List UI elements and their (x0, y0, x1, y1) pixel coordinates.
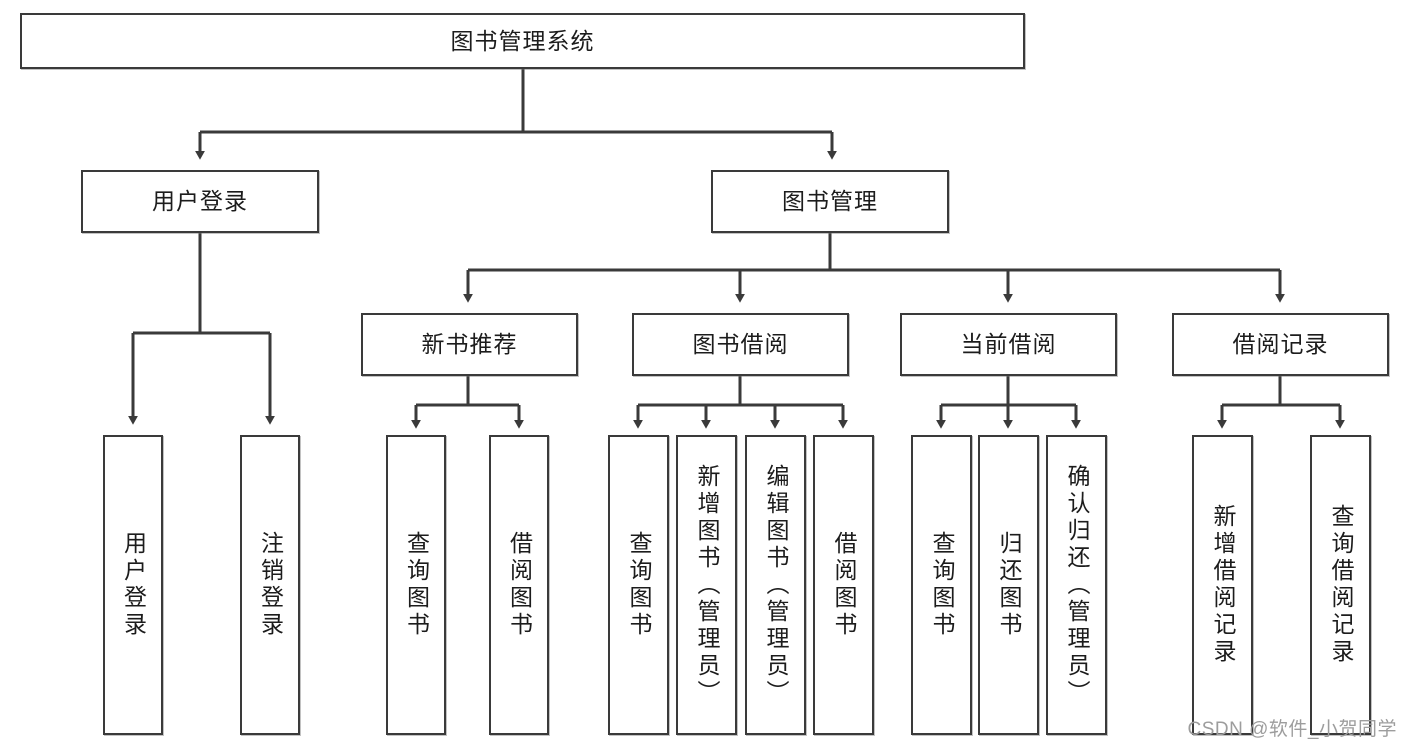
node-leaf-borrow-book-2[interactable]: 借阅图书 (813, 435, 874, 735)
node-leaf-confirm-return[interactable]: 确认归还（管理员） (1046, 435, 1107, 735)
node-root-label: 图书管理系统 (450, 27, 595, 54)
node-borrow-record-label: 借阅记录 (1232, 331, 1329, 358)
node-new-book-recommend[interactable]: 新书推荐 (361, 313, 578, 376)
node-root[interactable]: 图书管理系统 (20, 13, 1025, 69)
node-leaf-edit-book-label: 编辑图书（管理员） (763, 463, 789, 707)
node-new-book-recommend-label: 新书推荐 (421, 331, 518, 358)
node-leaf-borrow-book-1-label: 借阅图书 (506, 531, 533, 639)
node-leaf-query-record[interactable]: 查询借阅记录 (1310, 435, 1371, 735)
node-leaf-add-book-label: 新增图书（管理员） (694, 463, 720, 707)
node-current-borrow[interactable]: 当前借阅 (900, 313, 1117, 376)
node-user-login-label: 用户登录 (152, 188, 248, 215)
node-leaf-query-book-1-label: 查询图书 (403, 531, 430, 639)
node-leaf-confirm-return-label: 确认归还（管理员） (1064, 463, 1090, 707)
node-leaf-add-record-label: 新增借阅记录 (1210, 504, 1236, 666)
node-leaf-query-book-2[interactable]: 查询图书 (608, 435, 669, 735)
node-leaf-borrow-book-2-label: 借阅图书 (831, 531, 857, 639)
node-leaf-query-book-3[interactable]: 查询图书 (911, 435, 972, 735)
node-leaf-query-record-label: 查询借阅记录 (1328, 504, 1354, 666)
node-current-borrow-label: 当前借阅 (960, 331, 1057, 358)
node-leaf-edit-book[interactable]: 编辑图书（管理员） (745, 435, 806, 735)
node-leaf-return-book[interactable]: 归还图书 (978, 435, 1039, 735)
node-leaf-return-book-label: 归还图书 (996, 531, 1022, 639)
node-borrow-record[interactable]: 借阅记录 (1172, 313, 1389, 376)
node-leaf-query-book-1[interactable]: 查询图书 (386, 435, 446, 735)
node-user-login[interactable]: 用户登录 (81, 170, 319, 233)
node-leaf-logout-login-label: 注销登录 (257, 531, 284, 639)
node-leaf-user-login[interactable]: 用户登录 (103, 435, 163, 735)
node-leaf-logout-login[interactable]: 注销登录 (240, 435, 300, 735)
node-leaf-borrow-book-1[interactable]: 借阅图书 (489, 435, 549, 735)
node-leaf-user-login-label: 用户登录 (120, 531, 147, 639)
node-leaf-query-book-2-label: 查询图书 (626, 531, 652, 639)
node-book-manage[interactable]: 图书管理 (711, 170, 949, 233)
node-book-borrow[interactable]: 图书借阅 (632, 313, 849, 376)
node-leaf-add-book[interactable]: 新增图书（管理员） (676, 435, 737, 735)
node-leaf-add-record[interactable]: 新增借阅记录 (1192, 435, 1253, 735)
node-leaf-query-book-3-label: 查询图书 (929, 531, 955, 639)
watermark-text: CSDN @软件_小贺同学 (1187, 719, 1397, 740)
node-book-manage-label: 图书管理 (782, 188, 878, 215)
node-book-borrow-label: 图书借阅 (692, 331, 789, 358)
